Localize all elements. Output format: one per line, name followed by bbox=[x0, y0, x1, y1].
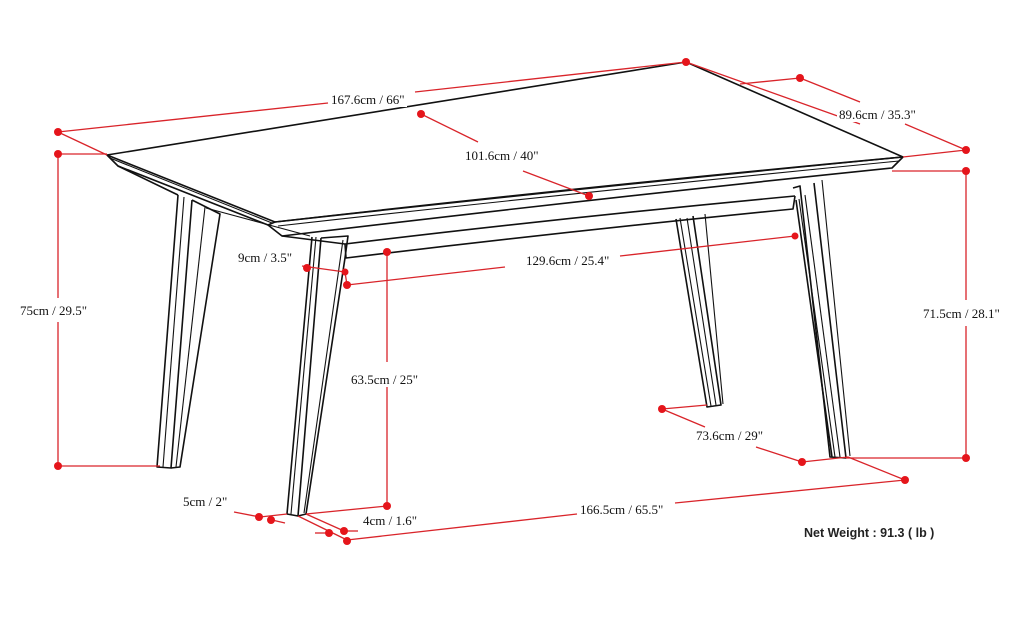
leg-back-right bbox=[675, 213, 724, 408]
label-leg-depth-spread: 73.6cm / 29" bbox=[694, 428, 766, 443]
label-leg-width: 5cm / 2" bbox=[181, 494, 230, 509]
label-apron-length: 129.6cm / 25.4" bbox=[524, 253, 612, 268]
label-height-to-top: 71.5cm / 28.1" bbox=[921, 306, 1002, 321]
label-total-height: 75cm / 29.5" bbox=[18, 303, 90, 318]
label-leg-thickness: 4cm / 1.6" bbox=[361, 513, 420, 528]
leg-front-right bbox=[792, 179, 851, 459]
table-outline bbox=[106, 61, 904, 517]
label-top-width-center: 101.6cm / 40" bbox=[463, 148, 541, 163]
label-leg-length-spread: 166.5cm / 65.5" bbox=[578, 502, 666, 517]
label-top-depth: 89.6cm / 35.3" bbox=[837, 107, 918, 122]
label-top-length: 167.6cm / 66" bbox=[329, 92, 407, 107]
label-apron-clearance: 63.5cm / 25" bbox=[349, 372, 421, 387]
dimension-lines bbox=[57, 61, 967, 541]
dimension-dots bbox=[54, 58, 970, 545]
net-weight-label: Net Weight : 91.3 ( lb ) bbox=[804, 526, 935, 540]
label-apron-height: 9cm / 3.5" bbox=[236, 250, 295, 265]
leg-back-left bbox=[156, 194, 221, 469]
leg-front-left bbox=[286, 235, 349, 517]
